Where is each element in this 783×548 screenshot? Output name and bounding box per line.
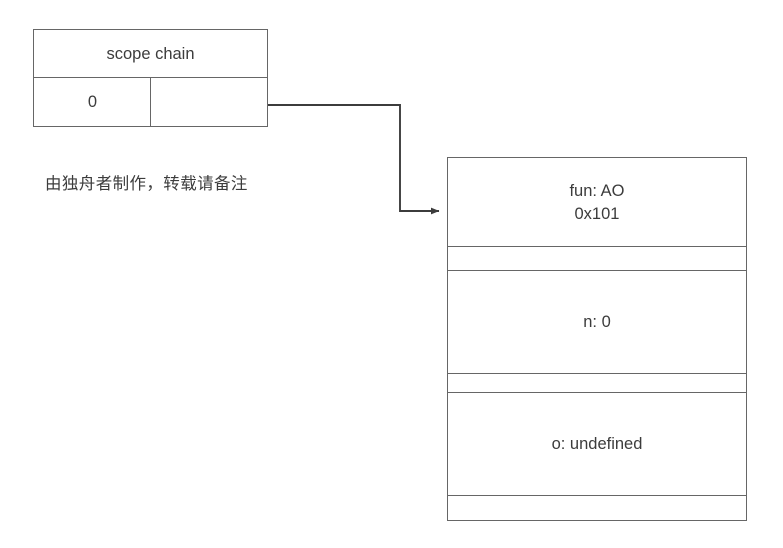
ao-band-spacer-1 (447, 246, 747, 272)
scope-chain-reference-cell (150, 77, 268, 127)
ao-band-variable-o: o: undefined (447, 392, 747, 497)
author-caption: 由独舟者制作，转载请备注 (45, 175, 248, 193)
ao-band-spacer-2 (447, 373, 747, 394)
ao-band-variable-n: n: 0 (447, 270, 747, 375)
ao-band-fun-ao: fun: AO 0x101 (447, 157, 747, 248)
ao-band-spacer-3 (447, 495, 747, 521)
scope-chain-header: scope chain (33, 29, 268, 79)
scope-chain-to-ao-arrow (268, 104, 440, 215)
scope-chain-table: scope chain 0 (33, 29, 268, 127)
activation-object-box: fun: AO 0x101 n: 0 o: undefined (447, 157, 747, 521)
scope-chain-index-cell: 0 (33, 77, 152, 127)
